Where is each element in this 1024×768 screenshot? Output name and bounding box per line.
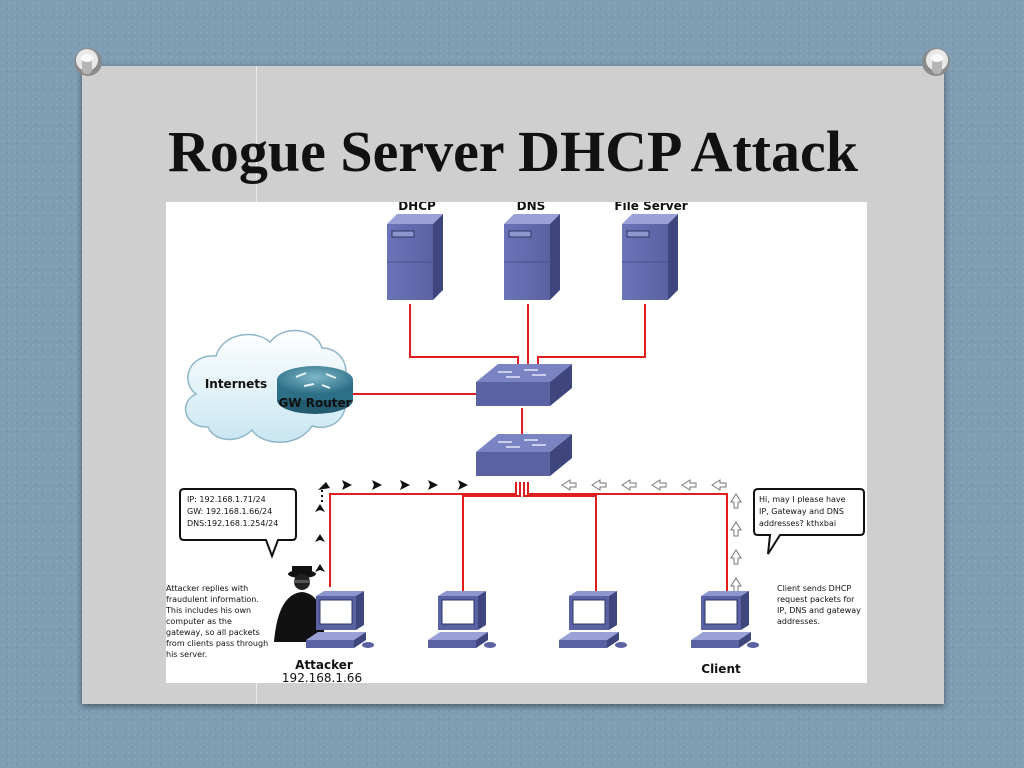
svg-text:IP, Gateway and DNS: IP, Gateway and DNS — [759, 507, 844, 516]
svg-text:Internets: Internets — [205, 377, 267, 391]
svg-text:his server.: his server. — [166, 650, 207, 659]
core-switch — [475, 363, 573, 407]
attacker-note: Attacker replies with fraudulent informa… — [166, 584, 268, 659]
svg-text:DNS: DNS — [517, 202, 546, 213]
network-diagram: DHCP DNS File Server Internets GW Router — [166, 202, 867, 683]
pin-icon — [74, 48, 102, 76]
svg-text:from clients pass through: from clients pass through — [166, 639, 268, 648]
attacker-computer-icon — [305, 590, 375, 649]
svg-text:GW Router: GW Router — [278, 396, 351, 410]
client-computer-icon — [690, 590, 760, 649]
dns-server: DNS — [503, 202, 561, 301]
svg-text:GW: 192.168.1.66/24: GW: 192.168.1.66/24 — [187, 507, 272, 516]
svg-text:Attacker replies with: Attacker replies with — [166, 584, 248, 593]
attacker-label: Attacker — [295, 658, 353, 672]
attacker-ip: 192.168.1.66 — [282, 671, 362, 683]
client-speech-bubble: Hi, may I please have IP, Gateway and DN… — [753, 488, 865, 555]
svg-text:IP: 192.168.1.71/24: IP: 192.168.1.71/24 — [187, 495, 266, 504]
access-switch — [475, 433, 573, 477]
svg-text:File Server: File Server — [614, 202, 687, 213]
computer-icon — [427, 590, 497, 649]
client-note: Client sends DHCP request packets for IP… — [777, 584, 861, 626]
request-arrows — [561, 479, 742, 593]
svg-text:computer as the: computer as the — [166, 617, 232, 626]
svg-text:IP, DNS and gateway: IP, DNS and gateway — [777, 606, 861, 615]
file-server: File Server — [614, 202, 688, 301]
slide-title: Rogue Server DHCP Attack — [168, 119, 858, 184]
pin-icon — [922, 48, 950, 76]
network-links — [329, 304, 728, 594]
svg-text:addresses.: addresses. — [777, 617, 820, 626]
svg-text:addresses? kthxbai: addresses? kthxbai — [759, 519, 836, 528]
computer-icon — [558, 590, 628, 649]
svg-text:Client sends DHCP: Client sends DHCP — [777, 584, 851, 593]
svg-text:fraudulent information.: fraudulent information. — [166, 595, 259, 604]
svg-text:DNS:192.168.1.254/24: DNS:192.168.1.254/24 — [187, 519, 278, 528]
attacker-speech-bubble: IP: 192.168.1.71/24 GW: 192.168.1.66/24 … — [179, 488, 297, 559]
svg-text:This includes his own: This includes his own — [166, 606, 251, 615]
svg-text:DHCP: DHCP — [398, 202, 436, 213]
attacker-figure-icon — [274, 566, 325, 642]
reply-arrows — [315, 480, 468, 572]
svg-text:Hi, may I please have: Hi, may I please have — [759, 495, 846, 504]
svg-text:gateway, so all packets: gateway, so all packets — [166, 628, 260, 637]
gw-router: GW Router — [277, 366, 353, 414]
internet-cloud: Internets — [184, 329, 347, 443]
client-label: Client — [701, 662, 741, 676]
dhcp-server: DHCP — [386, 202, 444, 301]
svg-text:request packets for: request packets for — [777, 595, 855, 604]
